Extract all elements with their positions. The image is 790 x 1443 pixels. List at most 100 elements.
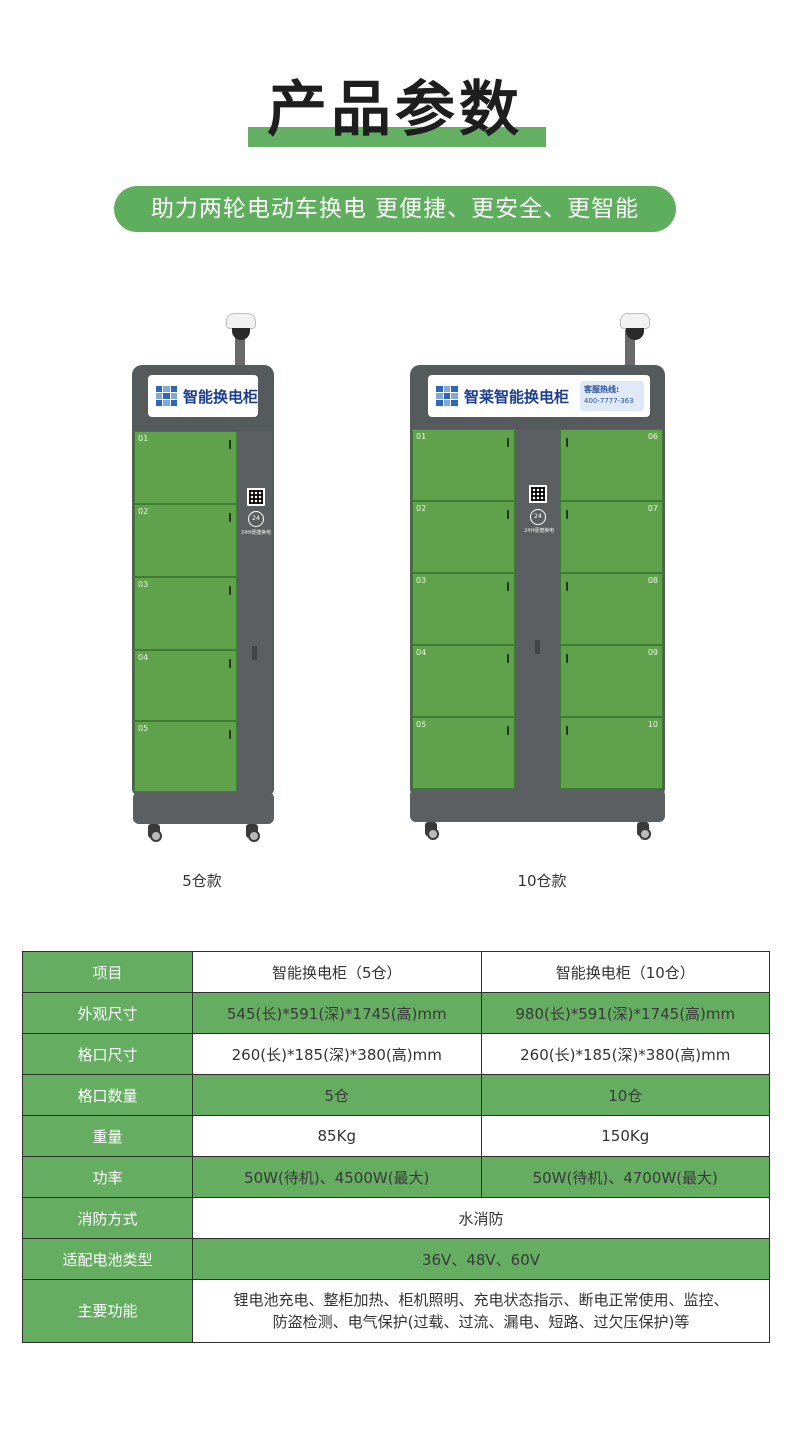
- cell-10: 50W(待机)、4700W(最大): [480, 1156, 770, 1198]
- locker-door[interactable]: 01: [412, 429, 515, 501]
- cabinet-sign-text: 智莱智能换电柜: [464, 387, 570, 406]
- handle-icon: [507, 510, 509, 519]
- door-number: 09: [647, 648, 658, 657]
- column-header-item: 项目: [22, 951, 193, 993]
- locker-door[interactable]: 07: [560, 501, 663, 573]
- table-row: 格口尺寸 260(长)*185(深)*380(高)mm 260(长)*185(深…: [22, 1033, 770, 1075]
- brand-logo-icon: [156, 386, 177, 406]
- functions-line-1: 锂电池充电、整柜加热、柜机照明、充电状态指示、断电正常使用、监控、: [233, 1291, 729, 1309]
- handle-icon: [566, 582, 568, 591]
- locker-door[interactable]: 05: [134, 721, 237, 792]
- handle-icon: [229, 659, 231, 668]
- camera-pole: [235, 330, 245, 370]
- cell-10: 10仓: [480, 1074, 770, 1116]
- control-panel: [515, 429, 560, 789]
- row-key: 消防方式: [22, 1197, 193, 1239]
- door-number: 04: [416, 648, 427, 657]
- hotline-number: 400-7777-363: [584, 397, 634, 405]
- handle-icon: [507, 438, 509, 447]
- door-number: 07: [647, 504, 658, 513]
- locker-door[interactable]: 03: [134, 577, 237, 650]
- door-number: 02: [138, 507, 149, 516]
- subtitle-banner: 助力两轮电动车换电 更便捷、更安全、更智能: [114, 186, 676, 232]
- door-number: 01: [138, 434, 149, 443]
- hotline-box: 客服热线: 400-7777-363: [580, 381, 644, 411]
- title-block: 产品参数: [0, 70, 790, 150]
- handle-icon: [229, 513, 231, 522]
- row-key: 外观尺寸: [22, 992, 193, 1034]
- row-key: 重量: [22, 1115, 193, 1157]
- hotline-label: 客服热线:: [584, 385, 620, 394]
- cabinet-5-caption: 5仓款: [182, 872, 222, 890]
- camera-pole: [625, 330, 635, 370]
- wheel-icon: [246, 824, 260, 842]
- cabinet-sign: 智莱智能换电柜 客服热线: 400-7777-363: [428, 375, 650, 417]
- door-number: 05: [416, 720, 427, 729]
- wheel-icon: [148, 824, 162, 842]
- column-header-5: 智能换电柜（5仓）: [192, 951, 482, 993]
- functions-line-2: 防盗检测、电气保护(过载、过流、漏电、短路、过欠压保护)等: [272, 1313, 690, 1331]
- cabinet-base: [410, 789, 665, 822]
- locker-door[interactable]: 06: [560, 429, 663, 501]
- row-key: 功率: [22, 1156, 193, 1198]
- locker-door[interactable]: 03: [412, 573, 515, 645]
- wheel-icon: [637, 822, 651, 840]
- locker-door[interactable]: 09: [560, 645, 663, 717]
- door-number: 03: [138, 580, 149, 589]
- table-row: 格口数量 5仓 10仓: [22, 1074, 770, 1116]
- panel-caption: 24H便捷换电: [241, 530, 272, 536]
- cell-5: 85Kg: [192, 1115, 482, 1157]
- title-underline: [248, 127, 546, 147]
- handle-icon: [566, 510, 568, 519]
- table-header-row: 项目 智能换电柜（5仓） 智能换电柜（10仓）: [22, 951, 770, 993]
- card-slot: [252, 646, 257, 660]
- handle-icon: [566, 438, 568, 447]
- handle-icon: [229, 586, 231, 595]
- door-number: 06: [647, 432, 658, 441]
- row-key: 适配电池类型: [22, 1238, 193, 1280]
- cabinet-sign-text: 智能换电柜: [182, 387, 258, 406]
- brand-logo-icon: [436, 386, 458, 406]
- door-number: 02: [416, 504, 427, 513]
- table-row: 外观尺寸 545(长)*591(深)*1745(高)mm 980(长)*591(…: [22, 992, 770, 1034]
- door-number: 08: [647, 576, 658, 585]
- cabinet-base: [133, 792, 274, 824]
- locker-door[interactable]: 10: [560, 717, 663, 789]
- handle-icon: [507, 726, 509, 735]
- locker-door[interactable]: 02: [134, 504, 237, 577]
- cell-5: 50W(待机)、4500W(最大): [192, 1156, 482, 1198]
- row-key: 格口数量: [22, 1074, 193, 1116]
- spec-table: 项目 智能换电柜（5仓） 智能换电柜（10仓） 外观尺寸 545(长)*591(…: [22, 951, 770, 1343]
- camera-icon: [626, 328, 644, 340]
- cell-10: 260(长)*185(深)*380(高)mm: [480, 1033, 770, 1075]
- cell-10: 150Kg: [480, 1115, 770, 1157]
- locker-door[interactable]: 08: [560, 573, 663, 645]
- cabinet-sign: 智能换电柜: [148, 375, 258, 417]
- door-number: 10: [647, 720, 658, 729]
- qr-code-icon: [529, 485, 547, 503]
- locker-door[interactable]: 05: [412, 717, 515, 789]
- qr-code-icon: [247, 488, 265, 506]
- locker-door[interactable]: 04: [134, 650, 237, 721]
- locker-door[interactable]: 02: [412, 501, 515, 573]
- locker-door[interactable]: 01: [134, 431, 237, 504]
- cell-10: 980(长)*591(深)*1745(高)mm: [480, 992, 770, 1034]
- 24h-badge-icon: 24: [248, 511, 264, 527]
- door-number: 05: [138, 724, 149, 733]
- handle-icon: [507, 582, 509, 591]
- column-header-10: 智能换电柜（10仓）: [480, 951, 770, 993]
- handle-icon: [507, 654, 509, 663]
- panel-caption: 24H便捷换电: [524, 528, 555, 534]
- table-row: 适配电池类型 36V、48V、60V: [22, 1238, 770, 1280]
- row-key: 主要功能: [22, 1279, 193, 1343]
- handle-icon: [566, 654, 568, 663]
- page-title: 产品参数: [267, 75, 523, 145]
- cell-5: 545(长)*591(深)*1745(高)mm: [192, 992, 482, 1034]
- camera-housing: [620, 313, 650, 329]
- locker-door[interactable]: 04: [412, 645, 515, 717]
- cell-merged: 36V、48V、60V: [192, 1238, 770, 1280]
- table-row: 功率 50W(待机)、4500W(最大) 50W(待机)、4700W(最大): [22, 1156, 770, 1198]
- camera-icon: [232, 328, 250, 340]
- door-number: 01: [416, 432, 427, 441]
- 24h-badge-icon: 24: [530, 509, 546, 525]
